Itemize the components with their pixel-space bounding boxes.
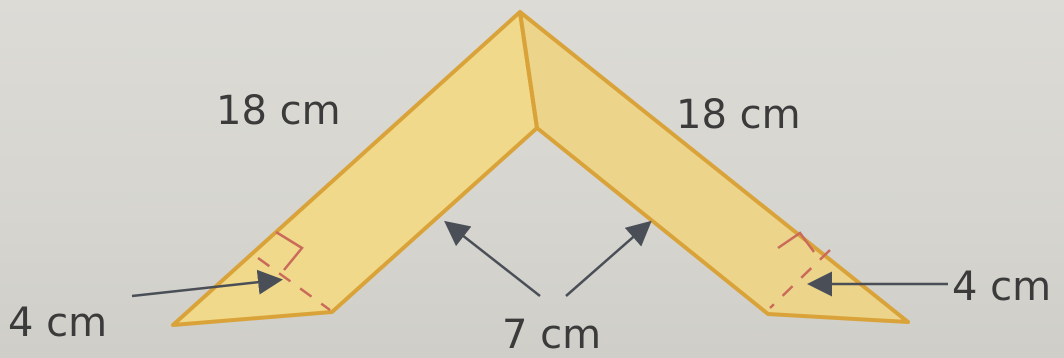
right-width-label: 4 cm <box>952 264 1051 310</box>
center-seam <box>518 11 539 129</box>
gap-label: 7 cm <box>502 312 601 358</box>
left-length-label: 18 cm <box>216 88 341 134</box>
gap-arrow-left <box>444 220 541 297</box>
right-right-angle-marker <box>777 231 816 253</box>
right-width-dashed-line <box>769 249 831 309</box>
left-panel <box>171 10 539 327</box>
right-panel <box>518 10 910 324</box>
right-length-label: 18 cm <box>676 92 801 138</box>
gap-arrow-right <box>565 220 652 297</box>
left-width-label: 4 cm <box>8 300 107 346</box>
left-width-arrow <box>131 269 283 298</box>
left-right-angle-marker <box>275 230 304 271</box>
